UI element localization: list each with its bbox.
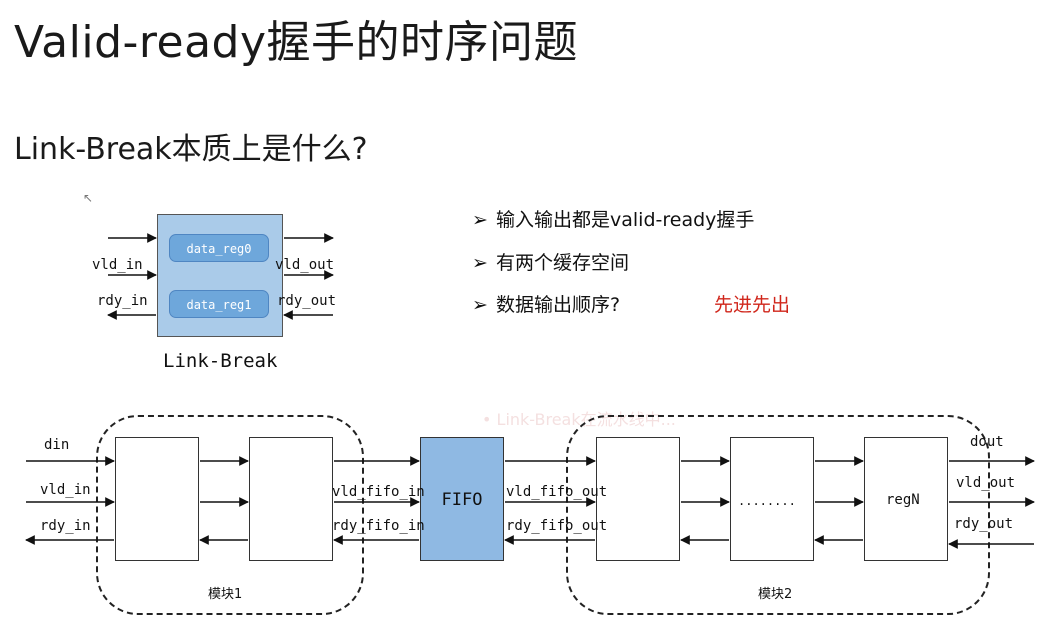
bullet-item-3: ➢ 数据输出顺序? <box>472 290 620 317</box>
module2-stage1-box <box>596 437 680 561</box>
module2-dashed-group <box>566 415 990 615</box>
module2-caption: 模块2 <box>758 587 793 602</box>
bullet-text: 有两个缓存空间 <box>496 252 630 274</box>
module1-stage2-box <box>249 437 333 561</box>
link-break-caption: Link-Break <box>163 350 278 372</box>
bullet-arrow-icon: ➢ <box>472 252 488 274</box>
module1-caption: 模块1 <box>208 587 243 602</box>
vld-in-label: vld_in <box>40 482 91 498</box>
lb-rdy-in-label: rdy_in <box>97 293 148 309</box>
vld-fifo-in-label: vld_fifo_in <box>332 484 425 500</box>
bullet-arrow-icon: ➢ <box>472 294 488 316</box>
regN-label: regN <box>886 492 920 508</box>
module2-dots: ........ <box>738 494 796 508</box>
data-reg1-box: data_reg1 <box>169 290 269 318</box>
bullet-item-1: ➢ 输入输出都是valid-ready握手 <box>472 205 754 232</box>
lb-rdy-out-label: rdy_out <box>277 293 337 309</box>
rdy-in-label: rdy_in <box>40 518 91 534</box>
lb-vld-in-label: vld_in <box>92 257 143 273</box>
fifo-answer: 先进先出 <box>714 294 791 316</box>
regN-box <box>864 437 948 561</box>
module1-dashed-group <box>96 415 364 615</box>
bullet-arrow-icon: ➢ <box>472 209 488 231</box>
faint-background-text: • Link-Break在流水线中... <box>482 410 676 429</box>
lb-vld-out-label: vld_out <box>275 257 335 273</box>
vld-out-label: vld_out <box>956 475 1016 491</box>
bullet-text: 数据输出顺序? <box>496 294 621 316</box>
slide-title: Valid-ready握手的时序问题 <box>14 17 579 68</box>
module2-stage2-box <box>730 437 814 561</box>
fifo-box: FIFO <box>420 437 504 561</box>
module1-stage1-box <box>115 437 199 561</box>
rdy-out-label: rdy_out <box>954 516 1014 532</box>
din-label: din <box>44 437 70 453</box>
data-reg0-box: data_reg0 <box>169 234 269 262</box>
bullet-item-2: ➢ 有两个缓存空间 <box>472 248 629 275</box>
rdy-fifo-in-label: rdy_fifo_in <box>332 518 425 534</box>
mouse-cursor-icon: ↖ <box>83 191 94 205</box>
bullet-text: 输入输出都是valid-ready握手 <box>496 209 755 231</box>
dout-label: dout <box>970 434 1004 450</box>
vld-fifo-out-label: vld_fifo_out <box>506 484 608 500</box>
slide-subtitle: Link-Break本质上是什么? <box>14 132 368 167</box>
rdy-fifo-out-label: rdy_fifo_out <box>506 518 608 534</box>
